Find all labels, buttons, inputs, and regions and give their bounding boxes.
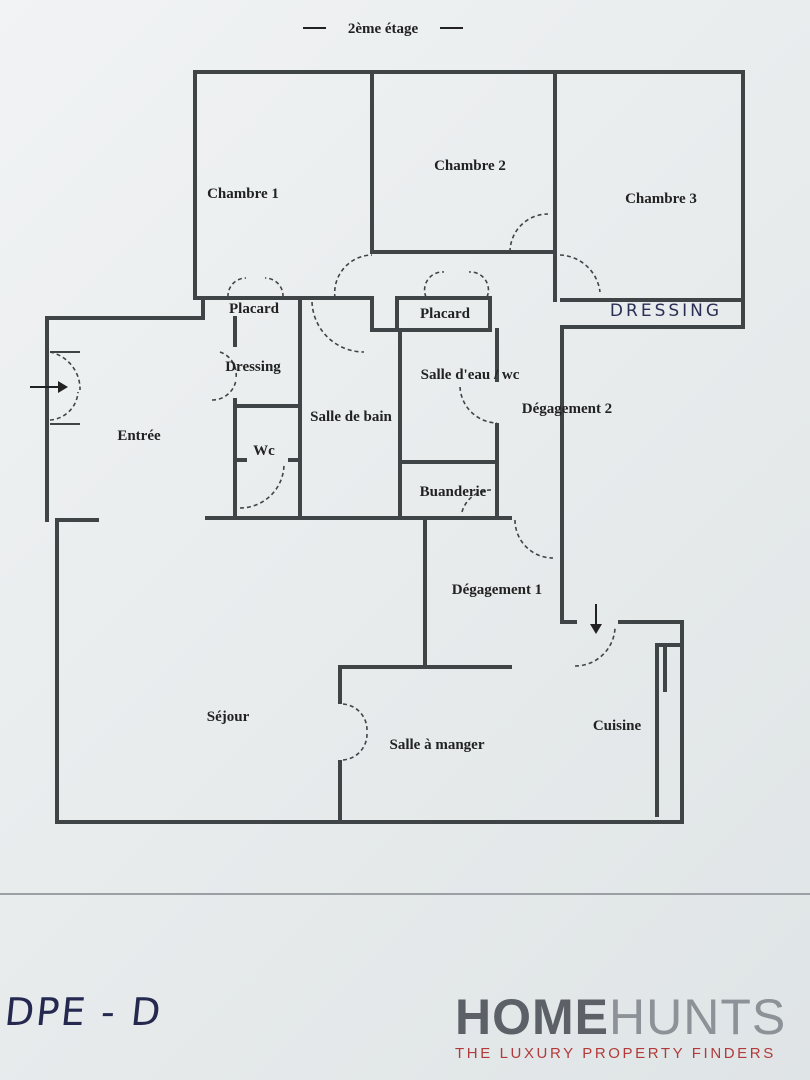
page-separator <box>0 893 810 895</box>
room-label-degagement-1: Dégagement 1 <box>452 582 542 598</box>
room-label-salle-a-manger: Salle à manger <box>390 737 485 753</box>
dpe-rating-handwritten: DPE - D <box>2 990 165 1034</box>
outer-walls <box>45 70 745 824</box>
room-label-entree: Entrée <box>117 428 161 444</box>
doors <box>49 213 616 761</box>
room-label-salle-eau: Salle d'eau / wc <box>421 367 520 383</box>
room-label-degagement-2: Dégagement 2 <box>522 401 612 417</box>
room-label-placard-left: Placard <box>229 301 280 317</box>
brand-hunts: HUNTS <box>609 989 787 1045</box>
brand-home: HOME <box>455 989 609 1045</box>
floor-title: 2ème étage <box>348 21 419 37</box>
room-label-cuisine: Cuisine <box>593 718 642 734</box>
room-label-placard-right: Placard <box>420 306 471 322</box>
brand-name: HOMEHUNTS <box>455 992 807 1042</box>
interior-walls <box>55 70 745 824</box>
brand-logo: HOMEHUNTS THE LUXURY PROPERTY FINDERS <box>455 992 807 1062</box>
kitchen-arrow-icon <box>590 604 602 634</box>
brand-tagline: THE LUXURY PROPERTY FINDERS <box>455 1045 776 1062</box>
room-label-sejour: Séjour <box>207 709 250 725</box>
room-label-chambre-3: Chambre 3 <box>625 191 697 207</box>
room-label-wc: Wc <box>253 443 275 459</box>
room-label-salle-de-bain: Salle de bain <box>310 409 392 425</box>
room-label-dressing-handwritten: DRESSING <box>610 301 722 321</box>
room-label-dressing: Dressing <box>225 359 281 375</box>
floor-plan: 2ème étage <box>30 21 745 824</box>
room-label-buanderie: Buanderie <box>420 484 487 500</box>
entrance-arrow-icon <box>30 381 68 393</box>
room-label-chambre-1: Chambre 1 <box>207 186 279 202</box>
room-label-chambre-2: Chambre 2 <box>434 158 506 174</box>
